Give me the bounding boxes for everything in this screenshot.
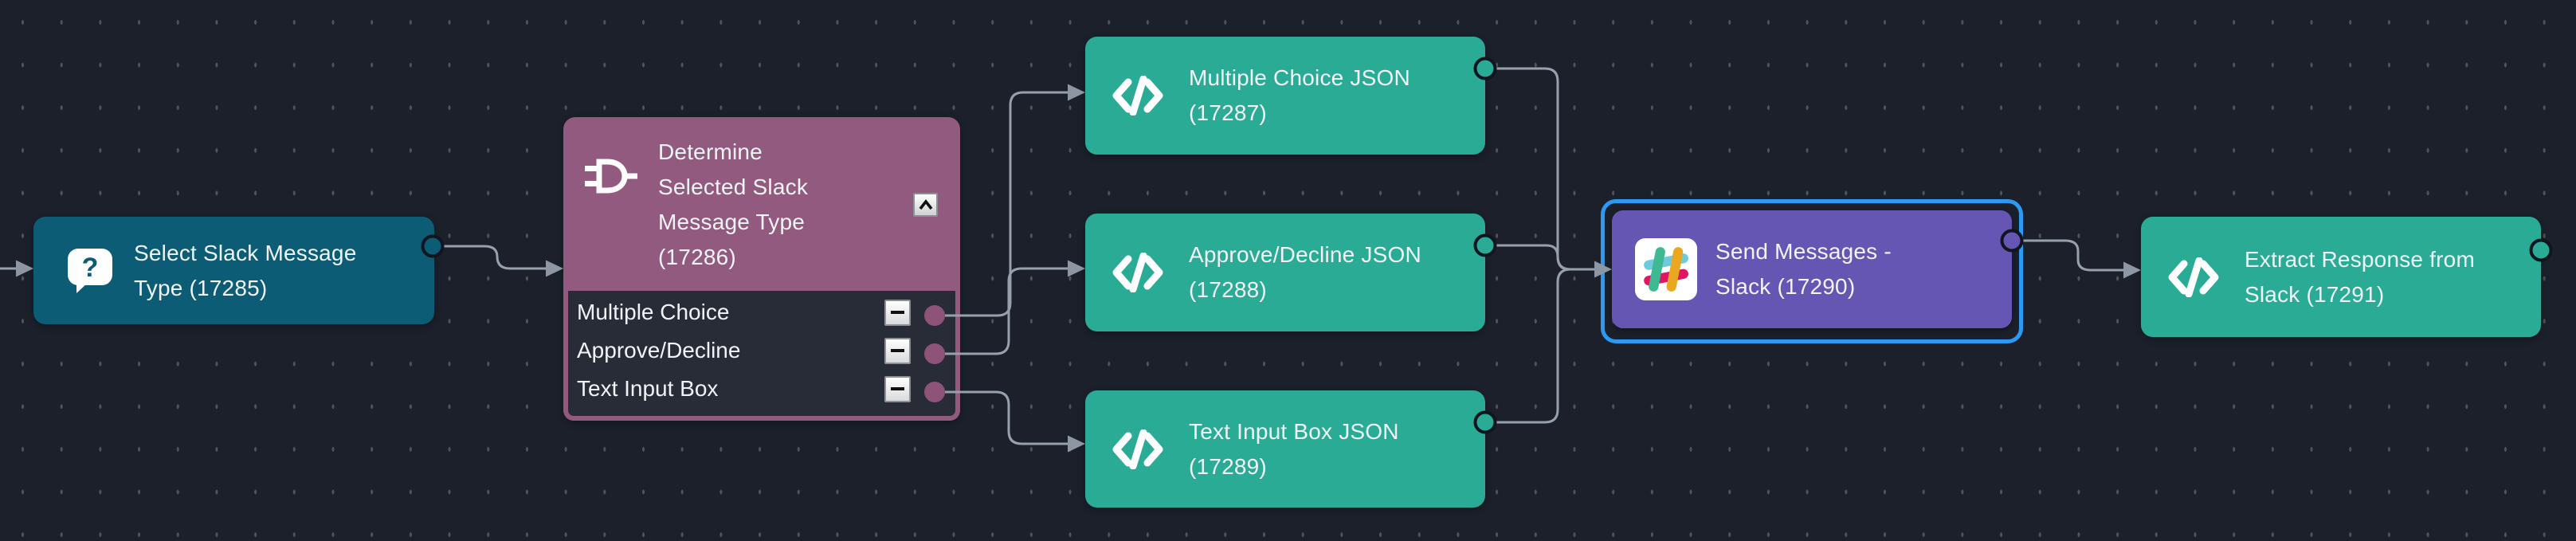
edge-ad-json-to-slack	[1496, 244, 1594, 271]
remove-output-button[interactable]	[884, 375, 911, 402]
node-send-messages-slack[interactable]: Send Messages - Slack (17290)	[1612, 210, 2012, 328]
output-row-approve-decline: Approve/Decline	[568, 331, 955, 370]
arrowhead-into-ad-json	[1068, 260, 1085, 277]
minus-icon	[891, 387, 904, 390]
code-icon	[1112, 429, 1163, 469]
node-determine-selected-slack-message-type[interactable]: Determine Selected Slack Message Type (1…	[563, 117, 960, 421]
minus-icon	[891, 349, 904, 352]
code-icon	[1112, 253, 1163, 292]
output-port-mc-json[interactable]	[1473, 57, 1497, 80]
edge-ti-json-to-slack	[1496, 268, 1594, 424]
arrowhead-into-extract	[2123, 261, 2141, 279]
node-multiple-choice-json[interactable]: Multiple Choice JSON (17287)	[1085, 37, 1485, 155]
node-extract-response-from-slack[interactable]: Extract Response from Slack (17291)	[2141, 217, 2541, 337]
node-title: Determine Selected Slack Message Type (1…	[658, 139, 809, 269]
node-outputs-panel: Multiple Choice Approve/Decline Text Inp…	[563, 291, 960, 421]
arrowhead-into-determine	[546, 260, 563, 277]
collapse-node-button[interactable]	[913, 193, 938, 217]
edge-slack-to-extract	[2022, 239, 2123, 272]
node-select-slack-message-type[interactable]: ? Select Slack Message Type (17285)	[33, 217, 434, 324]
node-approve-decline-json[interactable]: Approve/Decline JSON (17288)	[1085, 214, 1485, 331]
code-icon	[2168, 257, 2219, 297]
output-label: Text Input Box	[577, 376, 719, 401]
node-title: Multiple Choice JSON (17287)	[1189, 65, 1410, 125]
output-label: Multiple Choice	[577, 300, 730, 324]
edge-mc-json-to-slack	[1496, 67, 1594, 271]
remove-output-button[interactable]	[884, 337, 911, 364]
node-title: Text Input Box JSON (17289)	[1189, 418, 1399, 479]
code-icon	[1112, 76, 1163, 116]
arrowhead-into-select	[16, 260, 33, 277]
minus-icon	[891, 311, 904, 314]
svg-text:?: ?	[82, 253, 99, 283]
node-title: Approve/Decline JSON (17288)	[1189, 242, 1421, 302]
arrowhead-into-ti-json	[1068, 435, 1085, 453]
output-port-extract[interactable]	[2529, 238, 2553, 262]
output-port-select[interactable]	[421, 234, 445, 258]
output-row-multiple-choice: Multiple Choice	[568, 293, 955, 331]
node-title: Extract Response from Slack (17291)	[2245, 246, 2475, 307]
node-header: Determine Selected Slack Message Type (1…	[563, 117, 960, 291]
output-port-ad-json[interactable]	[1473, 233, 1497, 257]
plug-icon	[585, 159, 637, 198]
output-port-ti-json[interactable]	[1473, 410, 1497, 434]
edge-multiple-choice	[945, 91, 1068, 317]
arrowhead-into-mc-json	[1068, 84, 1085, 101]
node-text-input-box-json[interactable]: Text Input Box JSON (17289)	[1085, 390, 1485, 508]
slack-icon	[1635, 238, 1697, 300]
chevron-up-icon	[918, 199, 934, 210]
node-title: Select Slack Message Type (17285)	[134, 240, 357, 300]
output-label: Approve/Decline	[577, 338, 741, 363]
edge-text-input-box	[945, 390, 1068, 445]
edge-select-to-determine	[443, 245, 546, 270]
output-row-text-input-box: Text Input Box	[568, 370, 955, 408]
output-port-approve-decline[interactable]	[924, 343, 945, 364]
output-port-multiple-choice[interactable]	[924, 305, 945, 326]
edge-approve-decline	[945, 267, 1068, 355]
output-port-slack[interactable]	[2000, 229, 2024, 253]
question-bubble-icon: ?	[67, 248, 113, 293]
node-title: Send Messages - Slack (17290)	[1715, 239, 1892, 299]
output-port-text-input-box[interactable]	[924, 382, 945, 402]
remove-output-button[interactable]	[884, 299, 911, 326]
